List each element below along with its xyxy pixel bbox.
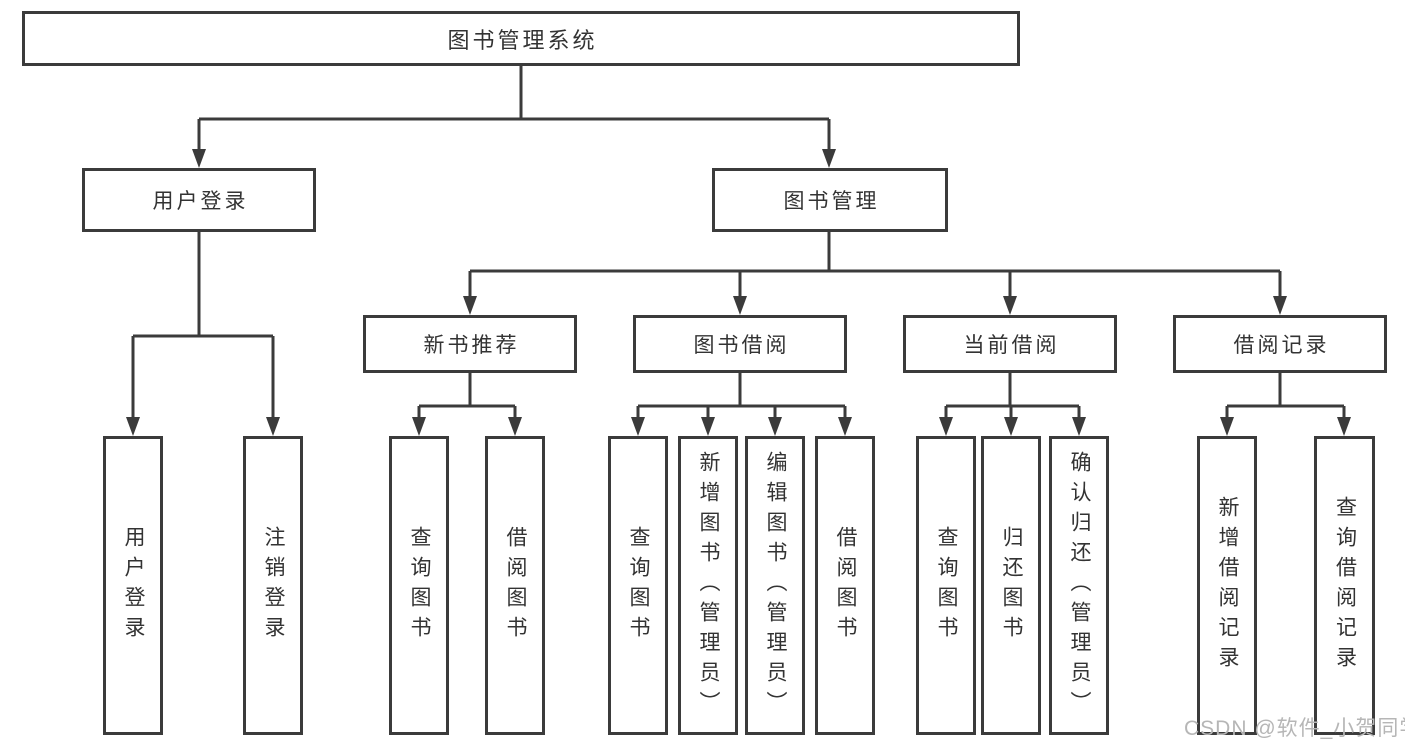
- leaf-query-books-current: 查询图书: [916, 436, 976, 735]
- leaf-borrow-books-recommend-label: 借阅图书: [504, 525, 527, 646]
- leaf-add-books-admin: 新增图书（管理员）: [678, 436, 738, 735]
- leaf-query-borrow-record-label: 查询借阅记录: [1333, 495, 1357, 676]
- node-book-management: 图书管理: [712, 168, 948, 232]
- node-user-login: 用户登录: [82, 168, 316, 232]
- leaf-logout-label: 注销登录: [262, 525, 285, 646]
- leaf-confirm-return-admin-label: 确认归还（管理员）: [1068, 450, 1091, 721]
- leaf-confirm-return-admin: 确认归还（管理员）: [1049, 436, 1109, 735]
- leaf-query-books-recommend: 查询图书: [389, 436, 449, 735]
- node-user-login-label: 用户登录: [152, 190, 249, 213]
- node-book-management-label: 图书管理: [783, 190, 880, 213]
- leaf-return-books: 归还图书: [981, 436, 1041, 735]
- leaf-borrow-books-borrowing-label: 借阅图书: [834, 525, 857, 646]
- connector-shafts: [131, 66, 1346, 420]
- node-library-management-system: 图书管理系统: [22, 11, 1020, 66]
- leaf-logout: 注销登录: [243, 436, 303, 735]
- leaf-query-books-current-label: 查询图书: [935, 525, 958, 646]
- leaf-borrow-books-recommend: 借阅图书: [485, 436, 545, 735]
- leaf-add-borrow-record: 新增借阅记录: [1197, 436, 1257, 735]
- leaf-query-books-borrowing: 查询图书: [608, 436, 668, 735]
- leaf-return-books-label: 归还图书: [1000, 525, 1023, 646]
- leaf-add-borrow-record-label: 新增借阅记录: [1216, 495, 1239, 676]
- leaf-query-books-borrowing-label: 查询图书: [627, 525, 650, 646]
- leaf-query-books-recommend-label: 查询图书: [408, 525, 431, 646]
- node-new-book-recommendation-label: 新书推荐: [423, 334, 520, 357]
- leaf-user-login-label: 用户登录: [122, 525, 145, 646]
- node-library-management-system-label: 图书管理系统: [447, 27, 598, 53]
- leaf-borrow-books-borrowing: 借阅图书: [815, 436, 875, 735]
- node-borrowing-records: 借阅记录: [1173, 315, 1387, 373]
- watermark: CSDN @软件_小贺同学: [1184, 717, 1405, 740]
- node-book-borrowing-label: 图书借阅: [693, 334, 790, 357]
- node-new-book-recommendation: 新书推荐: [363, 315, 577, 373]
- node-borrowing-records-label: 借阅记录: [1233, 334, 1330, 357]
- node-book-borrowing: 图书借阅: [633, 315, 847, 373]
- leaf-edit-books-admin: 编辑图书（管理员）: [745, 436, 805, 735]
- node-current-borrowing: 当前借阅: [903, 315, 1117, 373]
- leaf-edit-books-admin-label: 编辑图书（管理员）: [764, 450, 787, 721]
- leaf-user-login: 用户登录: [103, 436, 163, 735]
- leaf-query-borrow-record: 查询借阅记录: [1314, 436, 1375, 735]
- leaf-add-books-admin-label: 新增图书（管理员）: [697, 450, 720, 721]
- node-current-borrowing-label: 当前借阅: [963, 334, 1060, 357]
